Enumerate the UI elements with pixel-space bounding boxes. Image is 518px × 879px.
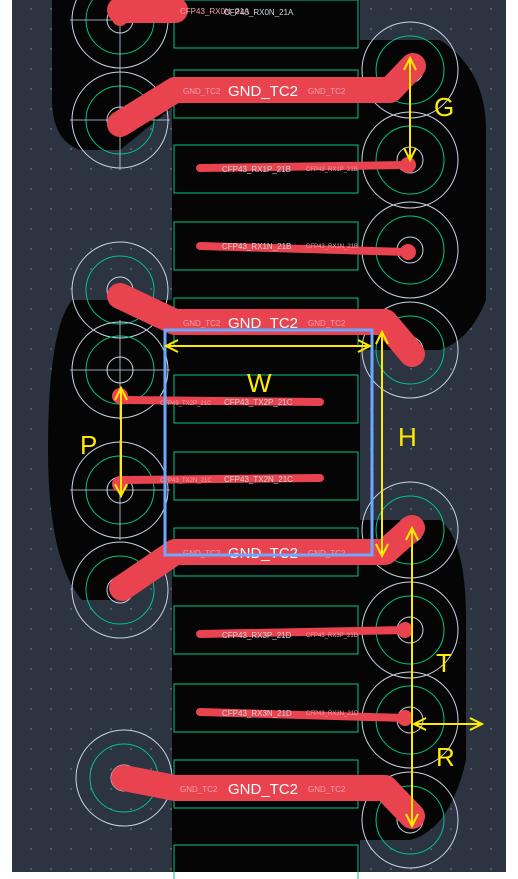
dim-r-label: R (436, 742, 455, 772)
via-dot-14 (116, 770, 132, 786)
trace-tx2n (118, 474, 324, 484)
gnd-1-label: GND_TC2 (228, 83, 298, 100)
tx2p-small-left: CFP43_TX2P_21C (160, 401, 212, 407)
gnd-4-small-right: GND_TC2 (308, 785, 346, 794)
traces (107, 0, 426, 829)
copper-center-strip (172, 0, 360, 872)
via-dot-10 (397, 622, 413, 638)
trace-gnd-3-left (109, 539, 188, 601)
via-dot-12 (397, 710, 413, 726)
via-dot-6 (404, 346, 420, 362)
top-net-label: CFP43_RX0N_21A (224, 8, 294, 17)
pad-circle-13 (375, 785, 445, 855)
copper-right-top (360, 40, 486, 350)
pad-circle-6 (375, 315, 445, 385)
keepout-circle-9 (361, 481, 459, 579)
gnd-2-label: GND_TC2 (228, 315, 298, 332)
rx3n-label: CFP43_RX3N_21D (222, 709, 292, 718)
top-small-left: CFP43_RX0N_21A (180, 7, 250, 16)
dim-w-label: W (247, 368, 272, 398)
via-dot-1 (112, 116, 128, 132)
via-dot-3 (400, 157, 416, 173)
gnd-4-label: GND_TC2 (228, 781, 298, 798)
dim-p-arrow-bottom (114, 483, 128, 499)
via-dot-5 (112, 288, 128, 304)
dim-r-arrow-left (411, 717, 427, 731)
dim-p-label: P (80, 430, 97, 460)
gnd-1-small-left: GND_TC2 (183, 87, 221, 96)
via-circles (70, 0, 459, 869)
pad-circle-11 (85, 555, 155, 625)
trace-rx3n (196, 708, 409, 722)
trace-rx3p (196, 626, 409, 638)
tx2p-label: CFP43_TX2P_21C (224, 398, 293, 407)
dimension-annotations (114, 55, 485, 829)
rx1p-small-right: CFP43_RX1P_21B (306, 167, 358, 173)
pad-outline-11 (173, 844, 359, 879)
trace-rx1n (196, 242, 412, 256)
trace-gnd-1-left (107, 77, 188, 137)
gnd-2-small-left: GND_TC2 (183, 319, 221, 328)
dim-p-arrow-top (114, 385, 128, 401)
highlight-box (163, 328, 374, 557)
dim-t-arrow-bottom (405, 813, 419, 829)
keepout-circle-11 (71, 541, 169, 639)
dim-g-label: G (434, 92, 454, 122)
via-dot-11 (114, 580, 130, 596)
trace-rx1p (196, 161, 412, 172)
via-dot-4 (400, 244, 416, 260)
dim-t-label: T (436, 648, 452, 678)
pad-outline-3 (173, 221, 359, 271)
trace-gnd-4-right (372, 775, 425, 829)
tx2n-small-left: CFP43_TX2N_21C (160, 478, 212, 484)
rx1p-label: CFP43_RX1P_21B (222, 165, 291, 174)
rx3p-small-right: CFP43_RX3P_21D (306, 633, 359, 639)
dim-h-arrow-top (375, 329, 389, 345)
dim-r-arrow-right (469, 717, 485, 731)
keepout-circle-13 (361, 771, 459, 869)
dim-h-label: H (398, 422, 417, 452)
dim-w-arrow-left (163, 339, 179, 353)
dim-g-arrow-top (403, 55, 417, 71)
dimension-labels: G W H P T R (80, 92, 455, 772)
dim-g-arrow-bottom (403, 147, 417, 163)
pad-circle-9 (375, 495, 445, 565)
net-labels: GND_TC2 GND_TC2 GND_TC2 CFP43_RX0N_21A C… (160, 7, 359, 798)
trace-gnd-4-left (111, 765, 188, 801)
gnd-4-small-left: GND_TC2 (180, 785, 218, 794)
gnd-1-small-right: GND_TC2 (308, 87, 346, 96)
pad-outline-9 (173, 683, 359, 733)
dim-w-arrow-right (357, 339, 373, 353)
via-dot-0 (112, 10, 128, 26)
trace-tx2p (118, 396, 324, 406)
copper-left-middle (48, 300, 172, 600)
rx3n-small-right: CFP43_RX3N_21D (306, 711, 359, 717)
tx2n-label: CFP43_TX2N_21C (224, 475, 293, 484)
dim-t-arrow-top (405, 525, 419, 541)
gnd-2-small-right: GND_TC2 (308, 319, 346, 328)
rx1n-label: CFP43_RX1N_21B (222, 242, 291, 251)
rx1n-small-right: CFP43_RX1N_21B (306, 244, 358, 250)
pad-outline-0 (173, 0, 359, 49)
dim-h-arrow-bottom (375, 543, 389, 559)
rx3p-label: CFP43_RX3P_21D (222, 631, 292, 640)
trace-gnd-2-left (107, 283, 188, 335)
